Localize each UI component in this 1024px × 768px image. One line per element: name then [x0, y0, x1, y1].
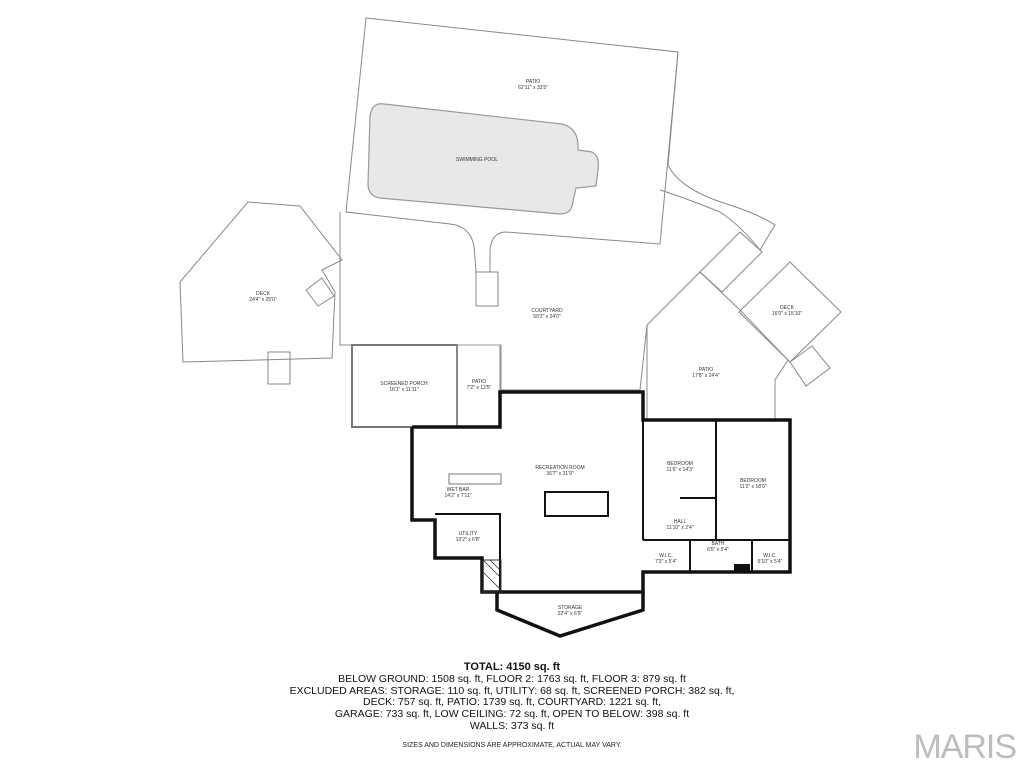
room-dims: 62'11" x 33'5": [518, 85, 548, 91]
room-name: PATIO: [698, 367, 714, 373]
summary-line: BELOW GROUND: 1508 sq. ft, FLOOR 2: 1763…: [338, 672, 686, 685]
room-label-wic-1: W.I.C.7'3" x 5'4": [655, 553, 677, 565]
disclaimer: SIZES AND DIMENSIONS ARE APPROXIMATE, AC…: [402, 742, 622, 749]
room-dims: 7'3" x 5'4": [655, 559, 677, 565]
interior-wall: [689, 540, 753, 572]
room-dims: 17'8" x 24'4": [692, 373, 720, 379]
total-area: TOTAL: 4150 sq. ft: [463, 661, 561, 673]
room-dims: 11'10" x 2'4": [666, 525, 694, 531]
stairs: [789, 345, 831, 387]
room-dims: 24'4" x 25'0": [249, 297, 277, 303]
wet-bar-counter: [448, 473, 502, 485]
room-dims: 16'1" x 11'11": [389, 387, 419, 393]
interior-wall: [680, 420, 717, 499]
room-dims: 36'7" x 31'9": [546, 471, 574, 477]
summary-line: DECK: 757 sq. ft, PATIO: 1739 sq. ft, CO…: [362, 696, 661, 709]
room-name: W.I.C.: [659, 553, 673, 559]
room-name: UTILITY: [458, 531, 478, 537]
room-name: COURTYARD: [531, 308, 563, 314]
room-name: RECREATION ROOM: [535, 465, 585, 471]
room-dims: 10'2" x 6'8": [455, 537, 481, 543]
room-name: WET BAR: [446, 487, 470, 493]
room-name: PATIO: [471, 379, 487, 385]
courtyard-outline: [339, 212, 648, 391]
room-name: STORAGE: [557, 605, 583, 611]
exterior-wall: [410, 427, 497, 594]
storage-wall: [495, 592, 645, 638]
utility-stair-hatch: [482, 559, 502, 593]
deck-left-outline: [179, 201, 343, 363]
area-summary: TOTAL: 4150 sq. ft BELOW GROUND: 1508 sq…: [0, 661, 1024, 733]
room-dims: 59'2" x 24'0": [533, 314, 561, 320]
interior-wall: [544, 491, 609, 517]
room-name: PATIO: [525, 79, 541, 85]
deck-right-outline: [738, 261, 842, 363]
stairs: [305, 277, 335, 307]
room-dims: 16'0" x 15'10": [771, 311, 803, 317]
stairs: [267, 351, 291, 385]
stairs: [475, 271, 499, 307]
walkway-outline: [659, 51, 776, 251]
room-name: W.I.C.: [763, 553, 777, 559]
stairs: [699, 231, 763, 293]
room-dims: 6'5" x 5'4": [707, 547, 729, 553]
maris-logo: MARIS: [913, 728, 1017, 766]
summary-line: WALLS: 373 sq. ft: [469, 719, 555, 732]
room-name: HALL: [673, 519, 687, 525]
swimming-pool: [367, 103, 599, 215]
room-name: BATH: [711, 541, 725, 547]
summary-line: EXCLUDED AREAS: STORAGE: 110 sq. ft, UTI…: [289, 684, 735, 697]
room-dims: 5'10" x 5'4": [757, 559, 783, 565]
room-label-pool: SWIMMING POOL: [456, 157, 498, 163]
room-name: BEDROOM: [667, 461, 693, 467]
summary-line: GARAGE: 733 sq. ft, LOW CEILING: 72 sq. …: [334, 708, 690, 721]
room-dims: 14'2" x 7'11": [444, 493, 472, 499]
interior-wall: [435, 513, 501, 592]
room-label-wic-2: W.I.C.5'10" x 5'4": [758, 553, 783, 565]
shower: [734, 564, 750, 572]
room-name: BEDROOM: [740, 478, 766, 484]
room-dims: 11'2" x 18'0": [739, 484, 767, 490]
room-name: DECK: [780, 305, 794, 311]
room-name: SCREENED PORCH: [380, 381, 428, 387]
patio-right-outline: [646, 271, 789, 421]
room-name: DECK: [256, 291, 270, 297]
room-dims: 22'4" x 6'9": [557, 611, 583, 617]
room-dims: 7'2" x 12'5": [466, 385, 492, 391]
room-dims: 11'6" x 14'3": [666, 467, 694, 473]
room-name: SWIMMING POOL: [456, 157, 498, 163]
